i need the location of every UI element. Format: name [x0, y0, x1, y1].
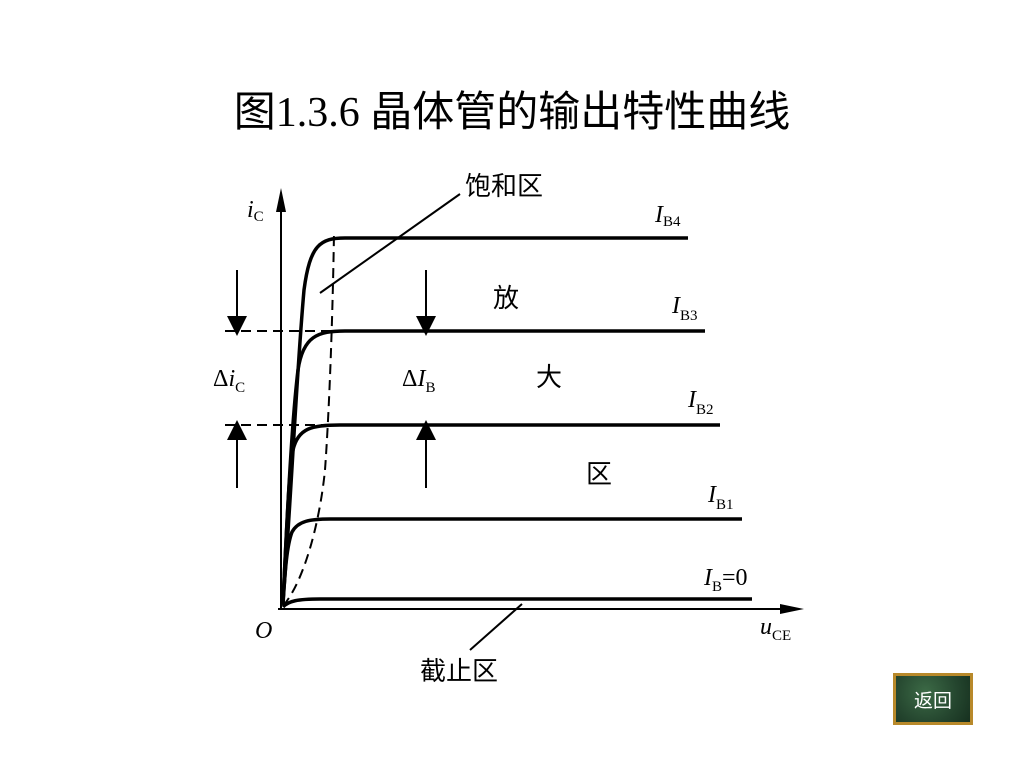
- curve-ib0: [281, 597, 752, 609]
- curve-label-ib1: IB1: [707, 482, 734, 513]
- y-axis-label: iC: [247, 197, 264, 225]
- delta-ib-label: ΔIB: [402, 366, 435, 396]
- curve-label-ib0: IB=0: [703, 565, 748, 595]
- saturation-leader-line: [319, 193, 461, 294]
- curve-ib2: [281, 423, 720, 604]
- x-axis-label: uCE: [760, 614, 791, 644]
- back-button[interactable]: 返回: [893, 673, 973, 725]
- x-axis-arrow-icon: [780, 604, 804, 614]
- back-button-label: 返回: [913, 689, 952, 712]
- amplify-region-label-1: 放: [493, 284, 519, 314]
- saturation-boundary: [282, 231, 335, 607]
- y-axis-arrow-icon: [276, 188, 286, 212]
- amplify-region-label-3: 区: [586, 460, 612, 490]
- cutoff-region-label: 截止区: [420, 657, 498, 687]
- saturation-region-label: 饱和区: [465, 172, 543, 202]
- amplify-region-label-2: 大: [536, 363, 562, 393]
- curve-ib4: [281, 236, 688, 601]
- curve-label-ib2: IB2: [687, 387, 714, 418]
- curve-ib3: [281, 329, 705, 603]
- delta-ic-label: ΔiC: [213, 366, 245, 396]
- cutoff-leader-line: [469, 603, 523, 651]
- slide-title: 图1.3.6 晶体管的输出特性曲线: [233, 90, 791, 136]
- curve-label-ib4: IB4: [654, 202, 681, 230]
- curve-label-ib3: IB3: [671, 293, 698, 324]
- origin-label: O: [255, 618, 272, 644]
- curve-ib1: [281, 517, 742, 606]
